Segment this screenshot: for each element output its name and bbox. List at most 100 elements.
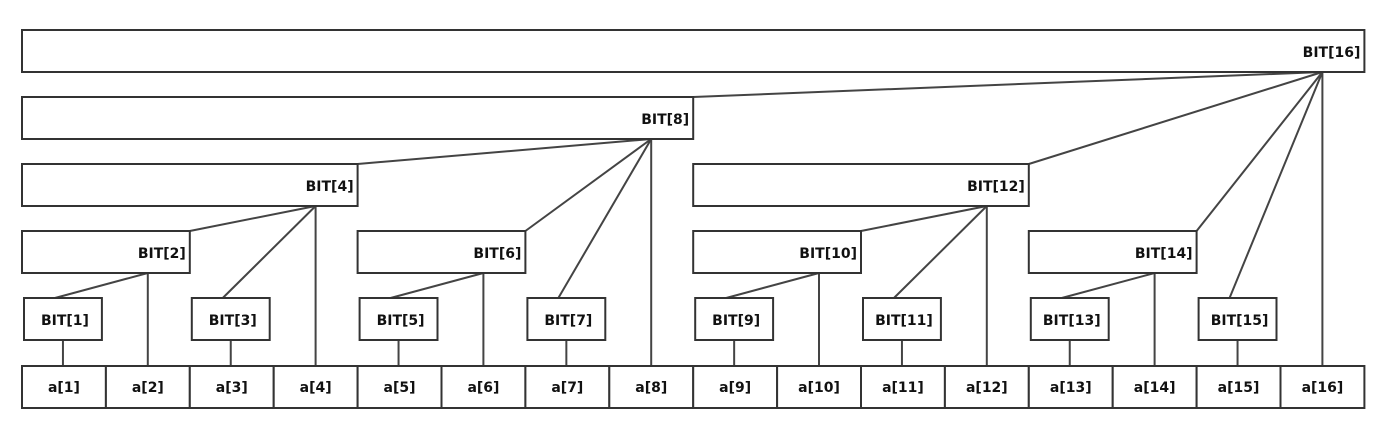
bit-node-6: BIT[6] xyxy=(356,230,527,274)
array-cell-label: a[6] xyxy=(467,380,499,396)
bit-node-box xyxy=(1197,297,1278,341)
edge-bit-8-to-bit-7 xyxy=(557,138,653,299)
array-cell-box xyxy=(1279,365,1366,409)
bit-node-label: BIT[2] xyxy=(138,246,186,262)
bit-node-16: BIT[16] xyxy=(21,29,1366,73)
array-cell-box xyxy=(440,365,527,409)
bit-node-label: BIT[5] xyxy=(377,313,425,329)
bit-node-box xyxy=(23,297,103,341)
edge-bit-12-to-bit-10 xyxy=(860,205,987,232)
edge-bit-2-to-bit-1 xyxy=(54,272,149,299)
bit-node-8: BIT[8] xyxy=(21,96,695,140)
bit-node-label: BIT[10] xyxy=(799,246,857,262)
bit-node-4: BIT[4] xyxy=(21,163,359,207)
array-cell-9: a[9] xyxy=(692,365,779,409)
array-cell-label: a[9] xyxy=(719,380,751,396)
bit-node-label: BIT[4] xyxy=(306,179,354,195)
bit-node-box xyxy=(21,29,1366,73)
array-cell-label: a[11] xyxy=(882,380,924,396)
array-cell-14: a[14] xyxy=(1111,365,1198,409)
bit-node-box xyxy=(692,163,1030,207)
edge-bit-12-to-bit-11 xyxy=(893,205,988,299)
bit-node-box xyxy=(21,163,359,207)
array-cell-label: a[15] xyxy=(1218,380,1260,396)
array-cell-label: a[7] xyxy=(551,380,583,396)
bit-node-label: BIT[15] xyxy=(1211,313,1269,329)
array-cell-label: a[3] xyxy=(216,380,248,396)
bit-node-13: BIT[13] xyxy=(1029,297,1110,341)
array-cell-box xyxy=(776,365,862,409)
array-cell-3: a[3] xyxy=(188,365,275,409)
bit-node-box xyxy=(21,230,191,274)
array-cell-box xyxy=(104,365,191,409)
bit-node-5: BIT[5] xyxy=(358,297,439,341)
array-cell-box xyxy=(943,365,1030,409)
bit-node-14: BIT[14] xyxy=(1027,230,1198,274)
array-cell-11: a[11] xyxy=(860,365,946,409)
array-cell-label: a[1] xyxy=(48,380,80,396)
array-cell-label: a[12] xyxy=(966,380,1008,396)
bit-node-label: BIT[6] xyxy=(473,246,521,262)
array-cell-15: a[15] xyxy=(1195,365,1282,409)
bit-node-label: BIT[12] xyxy=(967,179,1025,195)
array-cell-7: a[7] xyxy=(524,365,611,409)
bit-node-label: BIT[3] xyxy=(209,313,257,329)
array-cell-label: a[4] xyxy=(300,380,332,396)
edge-bit-16-to-bit-14 xyxy=(1195,71,1324,232)
bit-node-box xyxy=(358,297,439,341)
edge-bit-8-to-bit-4 xyxy=(357,138,652,165)
bit-node-box xyxy=(694,297,775,341)
array-cell-label: a[13] xyxy=(1050,380,1092,396)
array-cell-label: a[14] xyxy=(1134,380,1176,396)
bit-node-label: BIT[11] xyxy=(875,313,933,329)
bit-node-12: BIT[12] xyxy=(692,163,1030,207)
bit-node-15: BIT[15] xyxy=(1197,297,1278,341)
edge-bit-16-to-bit-15 xyxy=(1228,71,1324,299)
bit-node-box xyxy=(1029,297,1110,341)
array-cell-box xyxy=(272,365,359,409)
edge-bit-14-to-bit-13 xyxy=(1061,272,1155,299)
bit-node-11: BIT[11] xyxy=(862,297,942,341)
array-cell-13: a[13] xyxy=(1027,365,1114,409)
bit-node-label: BIT[13] xyxy=(1043,313,1101,329)
bit-node-box xyxy=(692,230,863,274)
edge-bit-16-to-bit-8 xyxy=(693,71,1323,98)
array-cell-2: a[2] xyxy=(104,365,191,409)
array-cell-16: a[16] xyxy=(1279,365,1366,409)
bit-node-2: BIT[2] xyxy=(21,230,191,274)
bit-node-label: BIT[16] xyxy=(1303,45,1361,61)
edges-layer xyxy=(54,71,1324,366)
edge-bit-4-to-bit-3 xyxy=(222,205,317,299)
array-cell-box xyxy=(188,365,275,409)
edge-bit-16-to-bit-12 xyxy=(1028,71,1323,165)
array-cell-5: a[5] xyxy=(356,365,443,409)
array-cell-box xyxy=(21,365,107,409)
bit-node-label: BIT[14] xyxy=(1135,246,1193,262)
bit-node-box xyxy=(1027,230,1198,274)
array-cell-box xyxy=(692,365,779,409)
array-cell-6: a[6] xyxy=(440,365,527,409)
edge-bit-8-to-bit-6 xyxy=(524,138,652,232)
bit-node-3: BIT[3] xyxy=(190,297,271,341)
array-cell-10: a[10] xyxy=(776,365,862,409)
bit-node-box xyxy=(356,230,527,274)
bit-node-box xyxy=(526,297,607,341)
array-cell-box xyxy=(608,365,695,409)
bit-node-box xyxy=(21,96,695,140)
bit-node-10: BIT[10] xyxy=(692,230,863,274)
boxes-layer: BIT[1] BIT[2] BIT[3] BIT[4] BIT[5] BIT[6] BIT[… xyxy=(21,29,1366,341)
array-cell-label: a[2] xyxy=(132,380,164,396)
bit-node-label: BIT[1] xyxy=(41,313,89,329)
bit-node-7: BIT[7] xyxy=(526,297,607,341)
bit-node-label: BIT[8] xyxy=(641,112,689,128)
edge-bit-10-to-bit-9 xyxy=(725,272,820,299)
array-cell-8: a[8] xyxy=(608,365,695,409)
array-cell-label: a[5] xyxy=(384,380,416,396)
array-cell-label: a[10] xyxy=(798,380,840,396)
bit-node-label: BIT[7] xyxy=(544,313,592,329)
bit-node-9: BIT[9] xyxy=(694,297,775,341)
array-cell-4: a[4] xyxy=(272,365,359,409)
array-cell-box xyxy=(1111,365,1198,409)
bit-node-label: BIT[9] xyxy=(712,313,760,329)
